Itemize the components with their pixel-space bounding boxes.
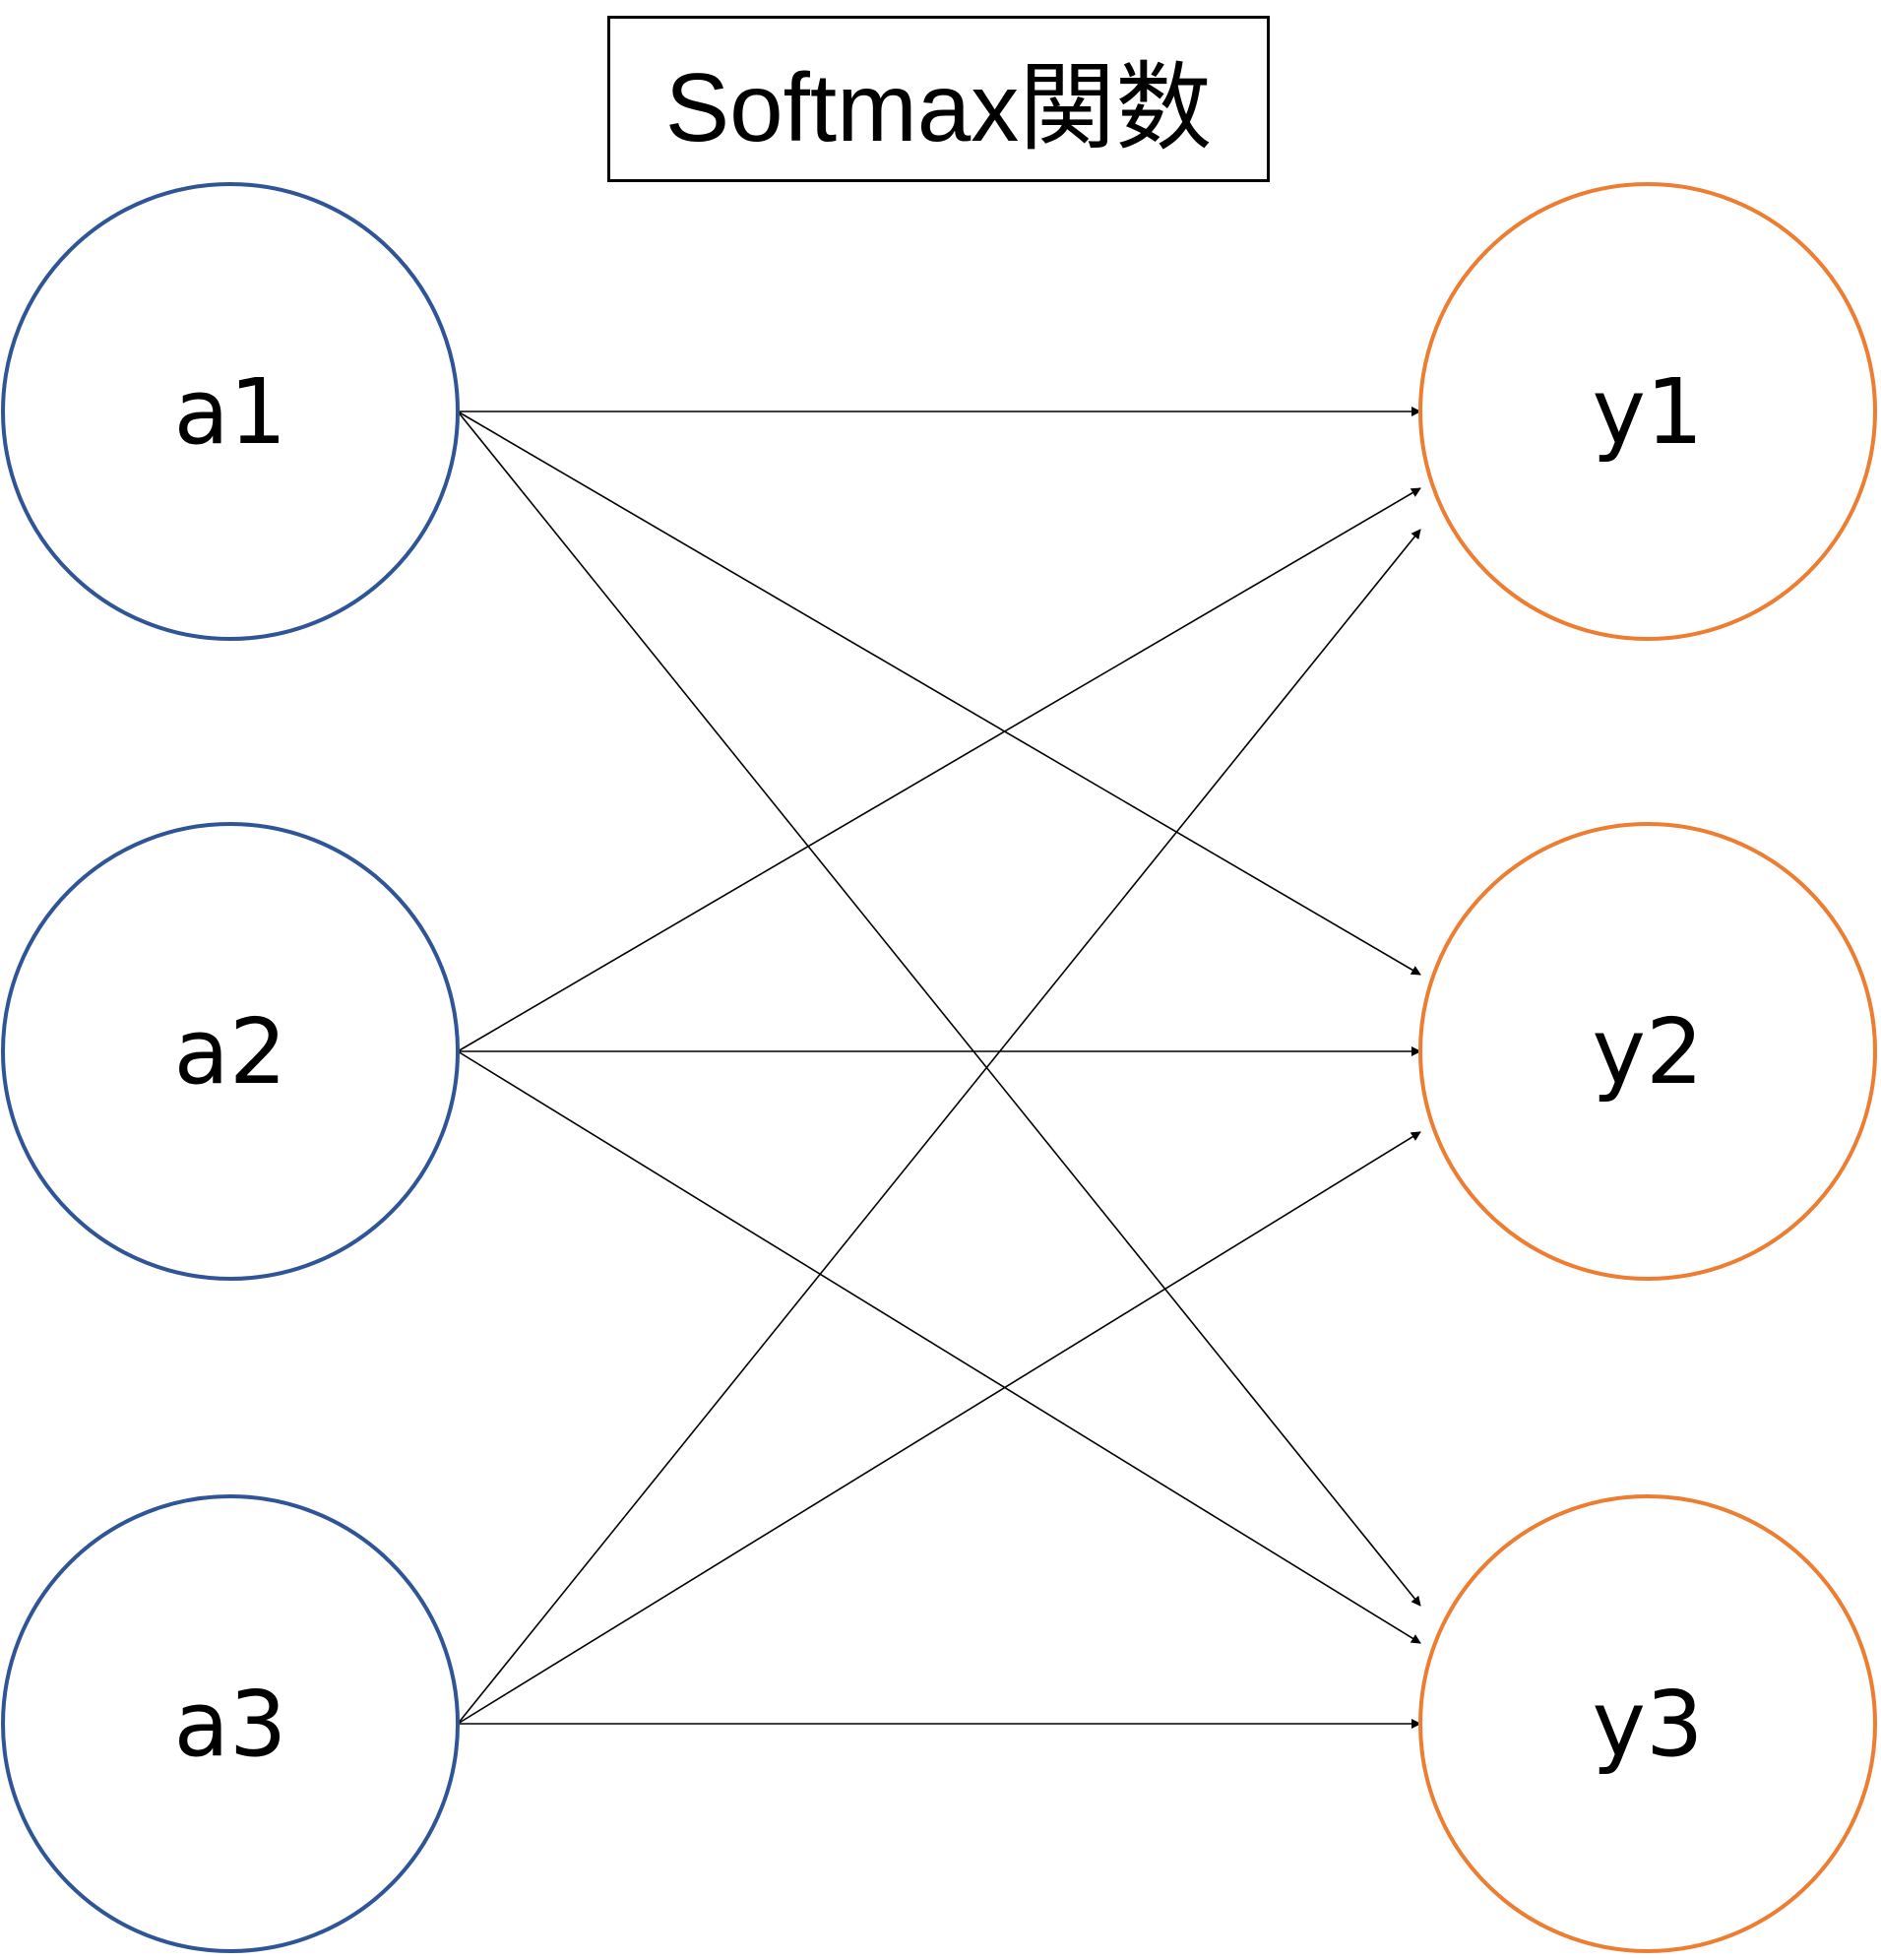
node-a1: [1, 182, 460, 641]
title-box: Softmax関数: [607, 16, 1270, 182]
node-label-a1: a1: [174, 359, 287, 465]
node-y3: [1418, 1494, 1877, 1953]
node-y1: [1418, 182, 1877, 641]
node-label-a3: a3: [174, 1672, 287, 1777]
edge-a1-y3: [457, 411, 1421, 1607]
diagram-title: Softmax関数: [664, 52, 1213, 161]
node-a2: [1, 822, 460, 1281]
edge-a2-y3: [457, 1050, 1421, 1644]
node-label-y3: y3: [1593, 1672, 1704, 1777]
edge-a3-y1: [457, 529, 1421, 1725]
node-y2: [1418, 822, 1877, 1281]
edge-a1-y2: [457, 411, 1421, 976]
edge-a3-y2: [457, 1131, 1421, 1725]
edge-a2-y1: [457, 487, 1421, 1052]
node-label-y1: y1: [1593, 359, 1704, 465]
node-label-a2: a2: [174, 999, 287, 1105]
node-a3: [1, 1494, 460, 1953]
node-label-y2: y2: [1593, 999, 1704, 1105]
